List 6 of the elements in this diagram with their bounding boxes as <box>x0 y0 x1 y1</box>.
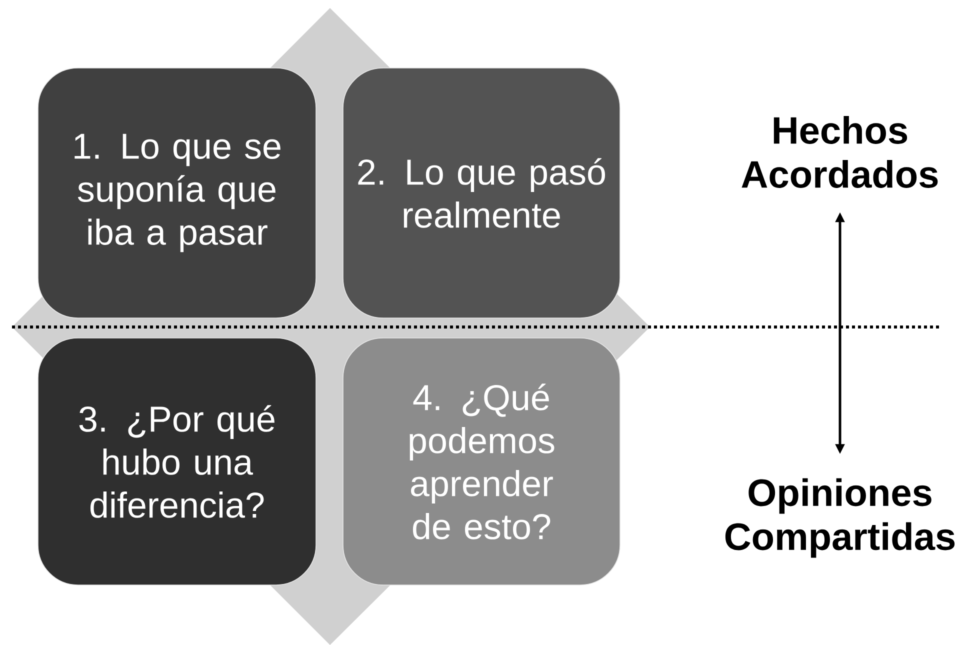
axis-label: Hechos Acordados <box>742 116 938 188</box>
rounded-box: 4. ¿Qué podemos aprender de esto? <box>342 338 620 586</box>
rounded-box: 3. ¿Por qué hubo una diferencia? <box>38 338 316 586</box>
rounded-box: 2. Lo que pasó realmente <box>342 68 620 318</box>
rounded-box: 1. Lo que se suponía que iba a pasar <box>38 68 316 318</box>
axis-label: Opiniones Compartidas <box>725 478 955 558</box>
